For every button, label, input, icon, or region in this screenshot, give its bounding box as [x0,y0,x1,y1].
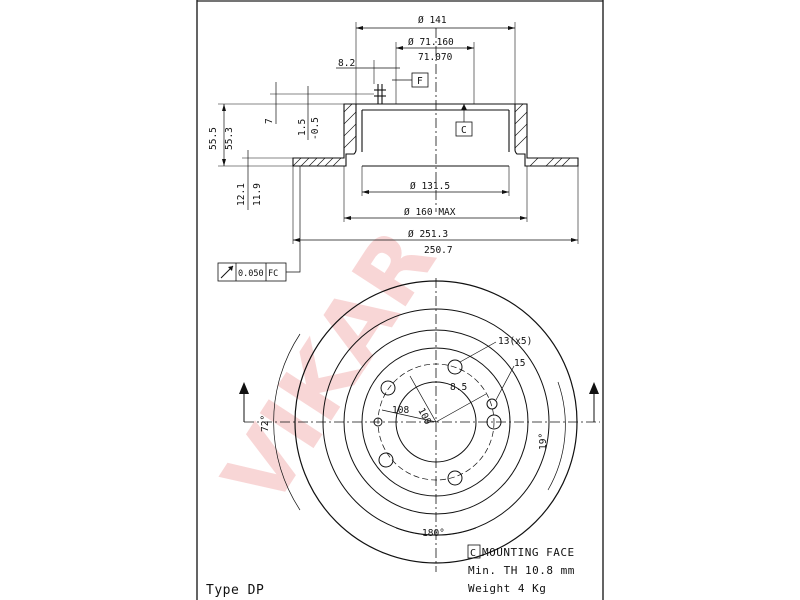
legend-weight: Weight 4 Kg [468,582,546,595]
tolerance-frame: 0.050 FC [217,262,287,282]
watermark: VIKAR [203,212,455,524]
dim-19: 19° [538,433,549,450]
bolt-hole [447,359,463,375]
dim-11-9: 11.9 [252,183,263,206]
leader-spot [495,365,515,401]
dim-holes: 13(x5) [498,336,532,347]
section-profile-right [514,103,579,167]
dim-d71-160: Ø 71.160 [408,37,454,48]
tolerance-leader [286,166,301,273]
dim-minus-0-5: -0.5 [310,117,321,140]
dim-d251-3: Ø 251.3 [408,229,448,240]
disc-outer [294,280,578,564]
dim-d131-5: Ø 131.5 [410,181,450,192]
locating-hole [373,417,383,427]
tolerance-datums: FC [268,269,278,279]
dim-55-3: 55.3 [224,127,235,150]
dim-7: 7 [264,118,275,124]
arc-72 [273,333,301,511]
hub-bore [395,381,477,463]
dim-108: 108 [392,405,409,416]
legend-datum: C [470,548,477,559]
tolerance-value: 0.050 [238,269,264,279]
datum-c-box [455,121,473,137]
legend-mounting: MOUNTING FACE [482,546,575,559]
dim-d141: Ø 141 [418,15,447,26]
type-label: Type DP [206,583,264,598]
dim-12-1: 12.1 [236,183,247,206]
dim-spot: 15 [514,358,525,369]
leader-center [381,409,437,423]
dim-d160-max: Ø 160 MAX [404,207,456,218]
dim-55-5: 55.5 [208,127,219,150]
dim-1-5: 1.5 [297,119,308,136]
dim-d71-070: 71.070 [418,52,453,63]
legend-datum-box [467,544,481,559]
bolt-hole [447,470,463,486]
face-arrowheads [239,382,599,394]
datum-c-label: C [461,125,467,136]
legend-min-th: Min. TH 10.8 mm [468,564,575,577]
bolt-hole [486,414,502,430]
arc-19 [547,381,566,491]
dim-250-7: 250.7 [424,245,453,256]
leader-8-5 [435,393,487,423]
leader-pcd [409,375,437,423]
disc-hat-inner [361,347,511,497]
dim-8-2: 8.2 [338,58,355,69]
runout-icon [220,265,234,279]
datum-f-label: F [417,76,423,87]
pcd-circle [377,363,495,481]
arrow-up-icon [589,382,599,394]
section-hatching [292,103,571,167]
bolt-hole [380,380,396,396]
spot-hole [486,398,498,410]
leader-holes [459,341,497,363]
dim-pcd: 100 [415,406,433,427]
dim-72: 72° [260,415,271,432]
dim-180: 180° [422,528,445,539]
dim-8-5: 8.5 [450,382,467,393]
datum-f-box [411,72,429,88]
arc-180 [395,527,477,536]
arrowheads [222,26,578,242]
disc-friction [322,308,550,536]
face-view [243,278,600,572]
bolt-hole [378,452,394,468]
section-view [218,22,579,273]
arrow-up-icon [239,382,249,394]
disc-hat-outer [343,329,529,515]
